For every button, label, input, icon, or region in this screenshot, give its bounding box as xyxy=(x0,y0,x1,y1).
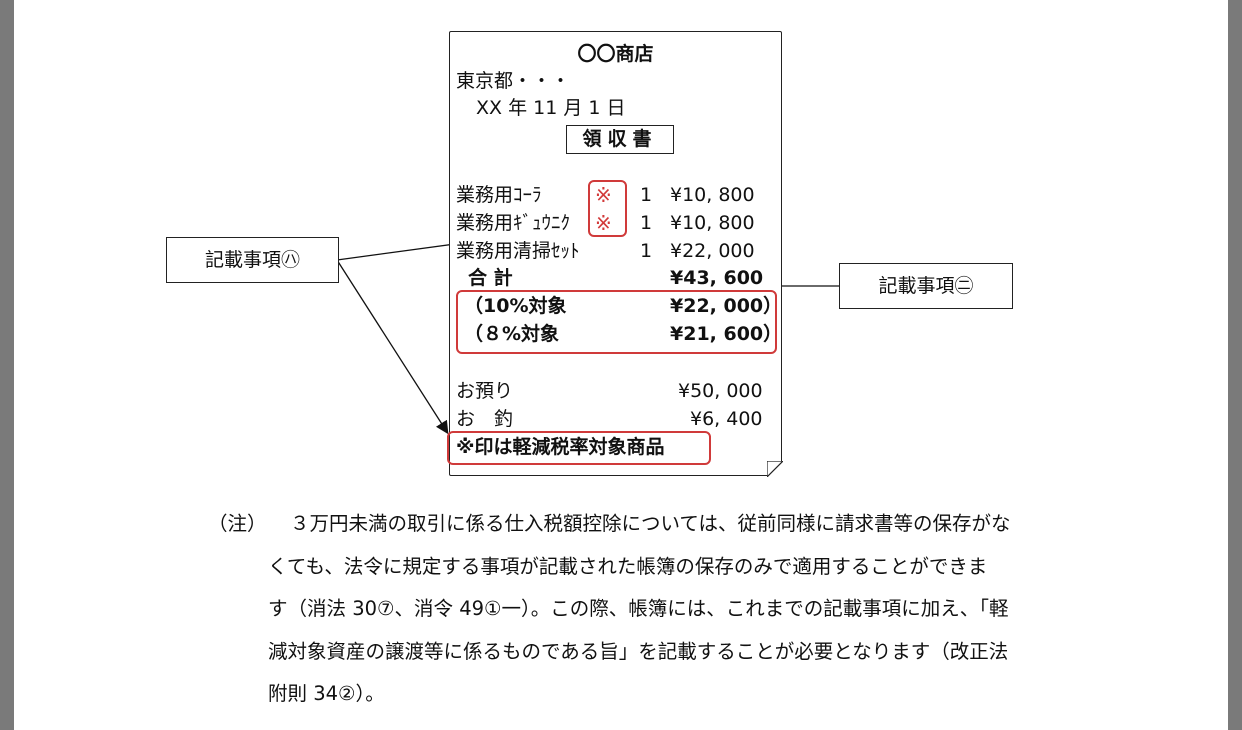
shop-name: 〇〇商店 xyxy=(577,43,654,65)
total-label: 合 計 xyxy=(468,267,513,289)
note-head: （注） xyxy=(208,512,267,535)
item-name: 業務用ｷﾞｭｳﾆｸ xyxy=(456,212,571,234)
change-value: ¥6, 400 xyxy=(690,408,763,430)
deposit-label: お預り xyxy=(456,380,514,402)
item-price: ¥10, 800 xyxy=(670,184,755,206)
item-name: 業務用ｺｰﾗ xyxy=(456,184,542,206)
receipt-date: XX 年 11 月 1 日 xyxy=(476,97,626,119)
note-line: ３万円未満の取引に係る仕入税額控除については、従前同様に請求書等の保存がな xyxy=(290,512,1011,535)
shop-address: 東京都・・・ xyxy=(456,70,571,92)
note-line: す（消法 30⑦、消令 49①一）。この際、帳簿には、これまでの記載事項に加え、… xyxy=(268,597,1009,620)
note-line: くても、法令に規定する事項が記載された帳簿の保存のみで適用することができま xyxy=(268,554,988,578)
note-line: 附則 34②）。 xyxy=(268,682,385,705)
arrow-to-footnote xyxy=(336,259,449,435)
item-price: ¥10, 800 xyxy=(670,212,755,234)
tax8-value: ¥21, 600） xyxy=(670,323,783,345)
item-qty: 1 xyxy=(640,212,653,234)
reduced-mark-highlight xyxy=(588,180,627,237)
note-body: ３万円未満の取引に係る仕入税額控除については、従前同様に請求書等の保存がな くて… xyxy=(268,503,1118,716)
item-qty: 1 xyxy=(640,184,653,206)
footnote-highlight xyxy=(447,431,711,465)
receipt-title: 領収書 xyxy=(566,125,674,154)
item-name: 業務用清掃ｾｯﾄ xyxy=(456,240,580,262)
tax10-label: （10%対象 xyxy=(464,295,567,317)
tax-breakdown-highlight xyxy=(456,290,777,354)
note-line: 減対象資産の譲渡等に係るものである旨」を記載することが必要となります（改正法 xyxy=(268,639,1009,663)
change-label: お 釣 xyxy=(456,408,514,430)
reduced-mark-icon: ※ xyxy=(595,211,612,235)
reduced-mark-icon: ※ xyxy=(595,183,612,207)
item-price: ¥22, 000 xyxy=(670,240,755,262)
receipt: 〇〇商店 東京都・・・ XX 年 11 月 1 日 領収書 業務用ｺｰﾗ ※ 1… xyxy=(447,31,783,477)
tax8-label: （８%対象 xyxy=(464,323,560,345)
document-page: 〇〇商店 東京都・・・ XX 年 11 月 1 日 領収書 業務用ｺｰﾗ ※ 1… xyxy=(14,0,1228,730)
callout-item-ni: 記載事項㊁ xyxy=(839,263,1013,309)
reduced-rate-footnote: ※印は軽減税率対象商品 xyxy=(456,436,665,458)
deposit-value: ¥50, 000 xyxy=(678,380,763,402)
folded-corner-icon xyxy=(767,461,783,477)
item-qty: 1 xyxy=(640,240,653,262)
callout-item-ha: 記載事項㋩ xyxy=(166,237,339,283)
total-value: ¥43, 600 xyxy=(670,267,764,289)
tax10-value: ¥22, 000） xyxy=(670,295,783,317)
